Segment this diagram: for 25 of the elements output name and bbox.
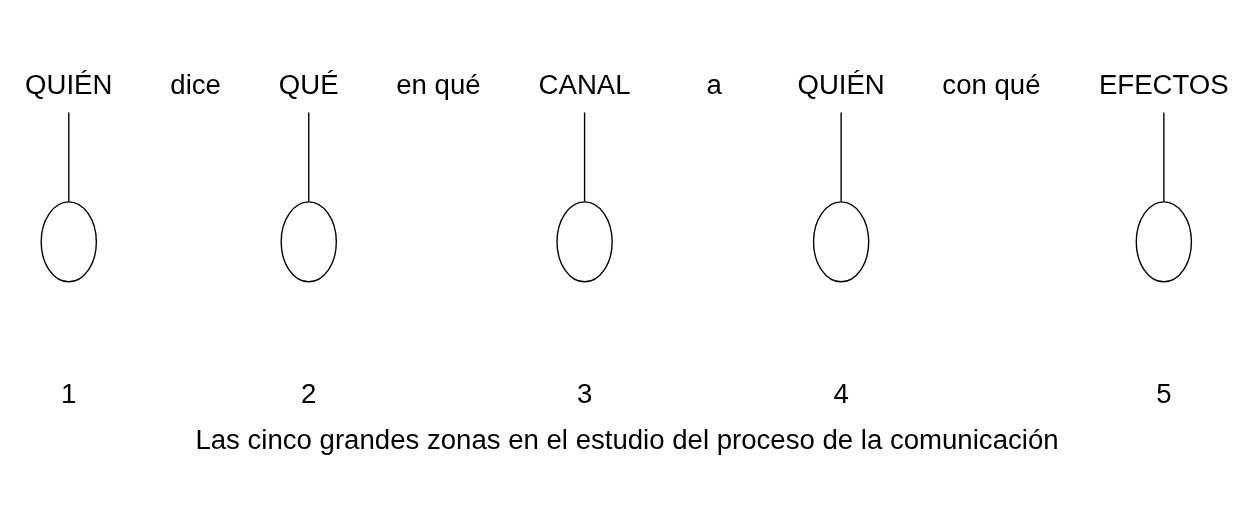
- node-text: CANAL: [538, 69, 631, 101]
- connector: [583, 111, 586, 203]
- label: en qué: [396, 69, 481, 101]
- node-circle: [812, 201, 870, 283]
- node-label: 1: [61, 378, 77, 410]
- node-label: 4: [833, 378, 849, 410]
- caption: Las cinco grandes zonas en el estudio del proceso de la comunicación: [195, 423, 1059, 455]
- label: dice: [170, 69, 221, 101]
- node-label: 3: [576, 378, 593, 410]
- node-circle: [280, 201, 337, 283]
- node-circle: [556, 201, 613, 283]
- node-circle: [1135, 201, 1193, 283]
- connector: [840, 111, 842, 203]
- node-text: QUÉ: [278, 69, 339, 101]
- label: a: [706, 69, 722, 101]
- node-circle: [40, 201, 98, 283]
- node-text: QUIÉN: [25, 69, 113, 101]
- connector: [1163, 111, 1165, 203]
- node-label: 5: [1156, 378, 1172, 410]
- label: con qué: [942, 69, 1041, 101]
- node-label: 2: [301, 378, 317, 410]
- connector: [308, 111, 310, 203]
- node-text: QUIÉN: [797, 69, 885, 101]
- node-text: EFECTOS: [1098, 69, 1229, 101]
- connector: [68, 111, 70, 203]
